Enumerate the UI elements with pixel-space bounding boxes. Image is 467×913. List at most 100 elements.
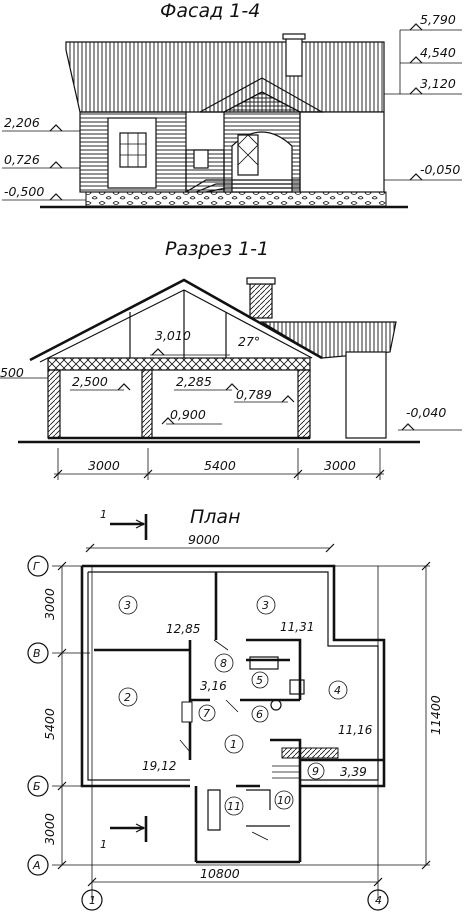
- axis-label-1: 1: [89, 894, 96, 907]
- section-truss-posts: [129, 290, 227, 358]
- level-neg0050: -0,050: [420, 162, 460, 177]
- sink-fixture: [289, 679, 305, 695]
- toilet-fixture: [270, 699, 282, 711]
- plan-cut-mark-top: 1: [100, 508, 148, 540]
- facade-small-window: [193, 149, 209, 169]
- axis-circle-b: [27, 775, 49, 797]
- room-6-num: 6: [256, 708, 263, 721]
- plan-view: План 1 1 9000 Г В Б А 1 4 300: [27, 506, 443, 911]
- section-chimney: [249, 283, 273, 319]
- plan-dim-bottom: 10800: [200, 866, 240, 881]
- facade-plinth: [85, 191, 387, 207]
- facade-window: [119, 132, 147, 168]
- plan-dim-left-1: 3000: [42, 588, 57, 620]
- plan-vestibule-details: [207, 789, 290, 831]
- section-ceiling-insulation: [47, 357, 311, 371]
- plan-axis-lines: [52, 565, 430, 900]
- section-porch-roof: [259, 321, 397, 359]
- plan-interior-walls: [94, 572, 384, 786]
- level-2500: 2,500: [72, 374, 108, 389]
- section-view: Разрез 1-1 3,010 2,500 2,285: [0, 238, 462, 480]
- facade-levels-left: 2,206 0,726 -0,500: [2, 115, 86, 201]
- room-5-num: 5: [256, 674, 263, 687]
- plan-door-swings: [179, 639, 269, 841]
- room-3b-num: 3: [262, 599, 269, 612]
- section-porch-post: [345, 351, 387, 439]
- level-3010: 3,010: [155, 328, 191, 343]
- room-4-area: 11,16: [338, 723, 373, 737]
- section-title: Разрез 1-1: [165, 238, 269, 260]
- axis-circle-g: [27, 555, 49, 577]
- room-10-num: 10: [277, 794, 291, 807]
- level-2206: 2,206: [4, 115, 40, 130]
- room-8-area: 3,16: [200, 679, 227, 693]
- section-roof-left: [29, 278, 323, 362]
- room-3b-area: 11,31: [280, 620, 314, 634]
- cut-mark-label-top: 1: [100, 508, 107, 521]
- section-dim-2: 5400: [204, 458, 236, 473]
- section-left-wall: [47, 369, 61, 439]
- room-8-num: 8: [220, 657, 227, 670]
- kitchen-counter: [281, 747, 339, 759]
- section-right-wall: [297, 369, 311, 439]
- room-labels: 3 12,85 3 11,31 2 19,12 8 3,16 5 4 11,16…: [118, 595, 373, 816]
- level-0900: 0,900: [170, 407, 206, 422]
- room-3a-area: 12,85: [166, 622, 200, 636]
- section-levels: 3,010 2,500 2,285 0,789 0,900 -0,040 500…: [0, 328, 462, 431]
- section-dimension-chain: 3000 5400 3000: [53, 448, 385, 480]
- facade-window-mullions: [120, 133, 146, 167]
- bath-fixture: [249, 656, 279, 670]
- plan-outer-walls-inner: [87, 571, 379, 781]
- plan-dim-left-3: 3000: [42, 813, 57, 845]
- level-neg0040: -0,040: [406, 405, 446, 420]
- plan-title: План: [190, 506, 241, 528]
- plan-cut-mark-bottom: 1: [100, 816, 148, 851]
- wardrobe: [181, 701, 193, 723]
- facade-right-wall: [299, 111, 385, 193]
- plan-outer-walls: [80, 564, 386, 788]
- axis-circle-a: [27, 854, 49, 876]
- axis-circle-4: [367, 889, 389, 911]
- room-2-area: 19,12: [142, 759, 176, 773]
- axis-circle-1: [81, 889, 103, 911]
- axis-circle-v: [27, 642, 49, 664]
- level-5790: 5,790: [420, 12, 456, 27]
- facade-door-pattern: [237, 134, 259, 166]
- section-dim-1: 3000: [88, 458, 120, 473]
- cut-mark-label-bottom: 1: [100, 838, 107, 851]
- level-3120: 3,120: [420, 76, 456, 91]
- facade-title: Фасад 1-4: [160, 0, 260, 22]
- facade-steps: [185, 179, 300, 193]
- level-0789: 0,789: [236, 387, 272, 402]
- room-9-area: 3,39: [340, 765, 367, 779]
- facade-view: Фасад 1-4 2,206 0: [2, 0, 462, 209]
- plan-dim-right: 11400: [428, 695, 443, 735]
- facade-levels-right: 5,790 4,540 3,120 -0,050: [384, 12, 462, 181]
- plan-dim-top: 9000: [188, 532, 220, 547]
- room-1-num: 1: [230, 738, 237, 751]
- axis-label-b: Б: [33, 780, 41, 793]
- room-2-num: 2: [124, 691, 131, 704]
- axis-label-4: 4: [375, 894, 382, 907]
- level-neg0500: -0,500: [4, 184, 44, 199]
- room-9-num: 9: [312, 765, 319, 778]
- level-500: 500: [0, 365, 24, 380]
- room-7-num: 7: [203, 707, 210, 720]
- room-3a-num: 3: [124, 599, 131, 612]
- level-2285: 2,285: [176, 374, 212, 389]
- room-11-num: 11: [227, 800, 241, 813]
- section-chimney-cap: [246, 277, 276, 285]
- room-4-num: 4: [334, 684, 341, 697]
- level-0726: 0,726: [4, 152, 40, 167]
- axis-label-a: А: [32, 859, 41, 872]
- section-inner-wall: [141, 369, 153, 439]
- axis-label-v: В: [33, 647, 41, 660]
- facade-chimney: [285, 37, 303, 77]
- facade-chimney-cap: [282, 33, 306, 40]
- plan-dim-left-2: 5400: [42, 708, 57, 740]
- axis-label-g: Г: [33, 560, 40, 573]
- section-dim-3: 3000: [324, 458, 356, 473]
- roof-angle: 27°: [238, 334, 260, 349]
- plan-steps: [272, 765, 300, 779]
